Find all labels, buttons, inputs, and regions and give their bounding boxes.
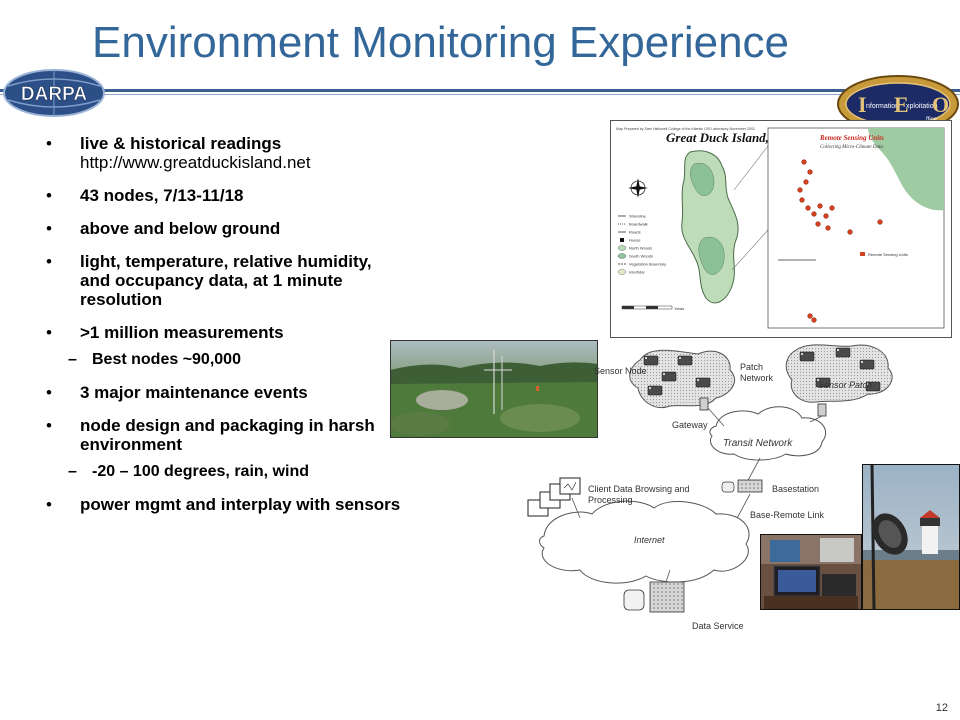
- map-scale-bar: Yards: [621, 305, 684, 311]
- bullet-dot: •: [46, 416, 52, 435]
- map-inset: Remote Sensing Units Collecting Micro-Cl…: [767, 127, 945, 329]
- sub-bullet-dash: –: [68, 463, 77, 480]
- lighthouse-photo: [862, 464, 960, 610]
- svg-text:South Woods: South Woods: [629, 254, 653, 259]
- bullet-dot: •: [46, 323, 52, 342]
- map-legend: Shoreline Boardwalk Roads House North Wo…: [617, 214, 666, 275]
- ieo-word-information: nformation: [866, 103, 899, 110]
- data-service-icon: [623, 581, 685, 613]
- svg-text:Yards: Yards: [674, 306, 684, 311]
- darpa-logo: DARPA: [3, 69, 105, 117]
- base-remote-link-label: Base-Remote Link: [750, 510, 825, 520]
- bullet-item: • light, temperature, relative humidity,…: [46, 252, 406, 309]
- bullet-item: • node design and packaging in harsh env…: [46, 416, 406, 454]
- field-photo: [390, 340, 598, 438]
- ieo-letter-o: O: [932, 92, 949, 117]
- island-map: Great Duck Island, Maine Map Prepared by…: [610, 120, 952, 338]
- svg-text:Vegetation Boundary: Vegetation Boundary: [629, 262, 666, 267]
- client-label: Client Data Browsing and Processing: [588, 484, 690, 505]
- bullet-text: 3 major maintenance events: [80, 383, 308, 402]
- bullet-text: light, temperature, relative humidity, a…: [80, 252, 372, 309]
- sensor-node-leds: [645, 349, 869, 389]
- title-rule-thin: [0, 94, 960, 95]
- page-number: 12: [935, 702, 948, 714]
- sensor-patch-label: Sensor Patch: [818, 380, 873, 390]
- bullet-item: • >1 million measurements: [46, 323, 406, 342]
- svg-text:Shoreline: Shoreline: [629, 214, 647, 219]
- inset-title: Remote Sensing Units: [819, 134, 884, 142]
- island-shape: [681, 150, 739, 304]
- bullet-dot: •: [46, 252, 52, 271]
- svg-text:North Woods: North Woods: [629, 246, 652, 251]
- sensor-node-icons: [643, 347, 881, 396]
- internet-label: Internet: [634, 535, 665, 545]
- darpa-logo-text: DARPA: [21, 84, 87, 105]
- sub-bullet-item: – Best nodes ~90,000: [46, 350, 406, 369]
- internet-cloud: [539, 500, 750, 584]
- bullet-text: >1 million measurements: [80, 323, 284, 342]
- slide-title: Environment Monitoring Experience: [92, 18, 790, 67]
- sub-bullet-dash: –: [68, 351, 77, 368]
- bullet-dot: •: [46, 134, 52, 153]
- map-credit: Map Prepared by Sam Hallowell College of…: [616, 127, 755, 131]
- bullet-dot: •: [46, 495, 52, 514]
- bullet-text: 43 nodes, 7/13-11/18: [80, 186, 244, 205]
- basestation-icon: [721, 479, 763, 493]
- bullet-text: above and below ground: [80, 219, 281, 238]
- network-diagram: [527, 344, 893, 613]
- bullet-text: node design and packaging in harsh envir…: [80, 416, 375, 454]
- basestation-label: Basestation: [772, 484, 820, 494]
- bullet-item: • power mgmt and interplay with sensors: [46, 495, 406, 514]
- sensor-node-label: Sensor Node: [594, 366, 647, 376]
- bullet-dot: •: [46, 219, 52, 238]
- title-rule: [0, 89, 960, 92]
- data-service-label: Data Service: [692, 621, 744, 631]
- svg-text:Intertidal: Intertidal: [629, 270, 644, 275]
- sensor-markers: [797, 159, 883, 323]
- svg-text:Boardwalk: Boardwalk: [629, 222, 648, 227]
- bullet-list: • live & historical readings http://www.…: [46, 134, 406, 528]
- bullet-item: • above and below ground: [46, 219, 406, 238]
- transit-network-label: Transit Network: [723, 438, 793, 449]
- svg-text:Roads: Roads: [629, 230, 641, 235]
- transit-network-cloud: [709, 406, 827, 461]
- bullet-text: power mgmt and interplay with sensors: [80, 495, 401, 514]
- bullet-text: -20 – 100 degrees, rain, wind: [92, 463, 309, 480]
- gateway-label: Gateway: [672, 420, 708, 430]
- bullet-text: Best nodes ~90,000: [92, 351, 241, 368]
- inset-legend: Remote Sensing Units: [868, 252, 908, 257]
- ieo-letter-e: E: [894, 92, 909, 117]
- ieo-letter-i: I: [858, 92, 867, 117]
- patch-network-label: Patch Network: [740, 362, 774, 383]
- basestation-photo: [760, 534, 862, 610]
- bullet-dot: •: [46, 186, 52, 205]
- bullet-dot: •: [46, 383, 52, 402]
- bullet-text: live & historical readings: [80, 134, 282, 153]
- ieo-word-exploitation: xploitation: [906, 103, 938, 110]
- inset-subtitle: Collecting Micro-Climate Data: [820, 145, 883, 150]
- website-link[interactable]: http://www.greatduckisland.net: [80, 153, 311, 172]
- svg-text:House: House: [629, 238, 641, 243]
- bullet-item: • live & historical readings http://www.…: [46, 134, 406, 172]
- bullet-item: • 3 major maintenance events: [46, 383, 406, 402]
- compass-icon: [628, 178, 648, 198]
- ieo-logo: I nformation E xploitation O ffice: [837, 75, 959, 133]
- sub-bullet-item: – -20 – 100 degrees, rain, wind: [46, 462, 406, 481]
- bullet-item: • 43 nodes, 7/13-11/18: [46, 186, 406, 205]
- client-monitor-icons: [527, 477, 581, 517]
